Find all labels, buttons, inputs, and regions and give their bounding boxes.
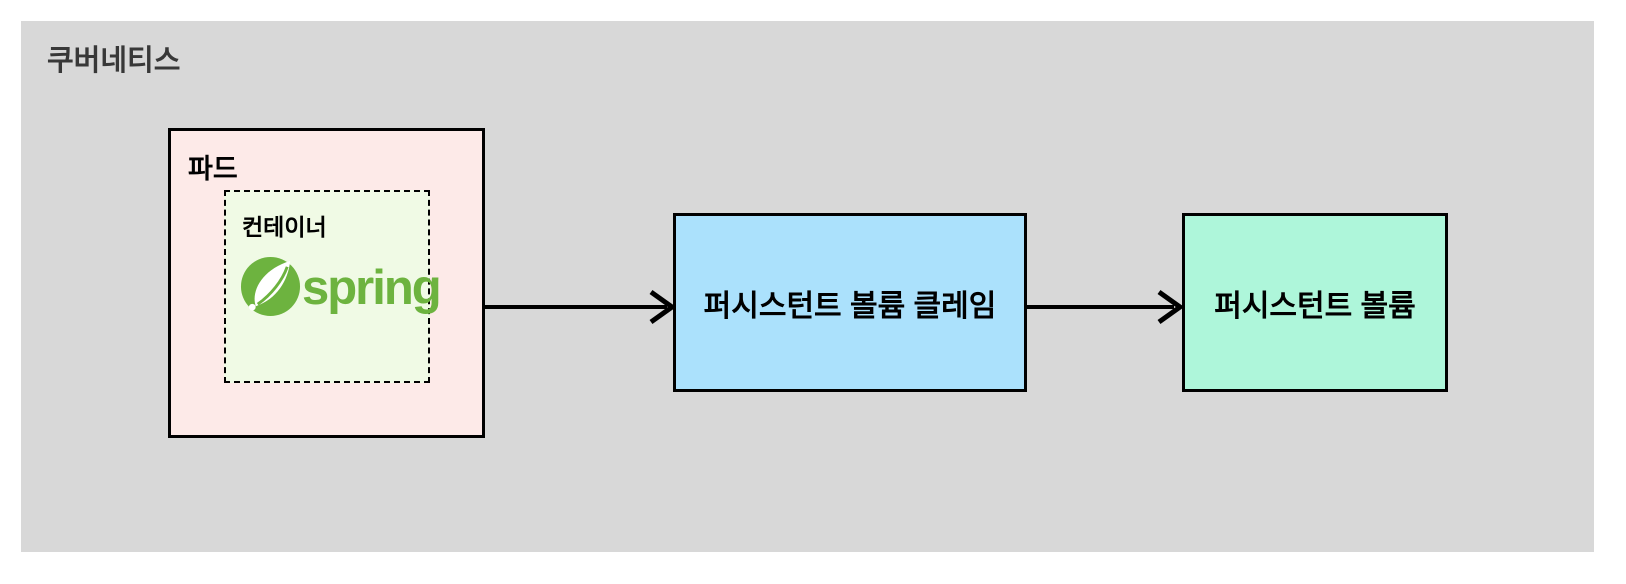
arrow-pod-to-pvc (485, 289, 677, 325)
persistent-volume-claim-node: 퍼시스턴트 볼륨 클레임 (673, 213, 1027, 392)
spring-leaf-icon (240, 256, 301, 316)
persistent-volume-node: 퍼시스턴트 볼륨 (1182, 213, 1448, 392)
spring-logo: spring (239, 254, 442, 318)
container-label: 컨테이너 (242, 214, 327, 240)
spring-logo-text: spring (302, 260, 442, 315)
container-node: 컨테이너 spring (224, 190, 442, 383)
pod-label: 파드 (188, 154, 238, 184)
persistent-volume-claim-label: 퍼시스턴트 볼륨 클레임 (703, 289, 997, 323)
pod-node: 파드 컨테이너 spring (168, 128, 485, 438)
arrow-pvc-to-pv (1027, 289, 1185, 325)
persistent-volume-label: 퍼시스턴트 볼륨 (1214, 289, 1416, 323)
kubernetes-boundary: 쿠버네티스 파드 컨테이너 spring (21, 21, 1594, 552)
kubernetes-label: 쿠버네티스 (47, 45, 181, 77)
